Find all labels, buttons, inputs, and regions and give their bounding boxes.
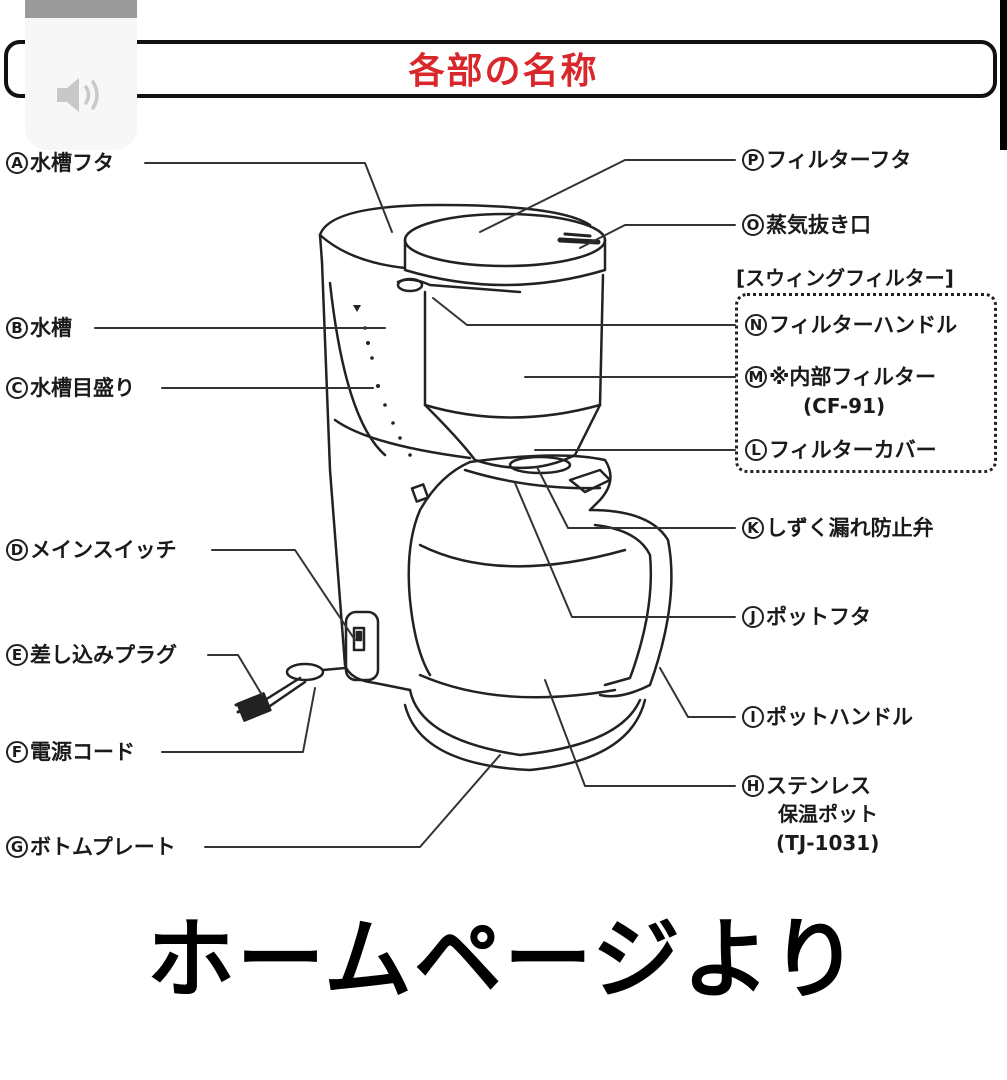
letter-badge: O [742,214,764,236]
letter-badge: G [6,836,28,858]
label-pot-lid: J ポットフタ [742,604,871,630]
letter-badge: M [745,366,767,388]
letter-badge: F [6,741,28,763]
label-stainless-pot-model: (TJ-1031) [776,831,880,855]
title-frame [4,40,997,98]
letter-badge: P [742,149,764,171]
label-water-tank-lid: A 水槽フタ [6,150,114,176]
volume-hud-overlay [25,0,137,150]
source-caption: ホームページより [146,908,861,1011]
speaker-volume-icon [57,78,99,112]
swing-filter-group-title: [スウィングフィルター] [736,266,954,290]
label-drip-stop-valve: K しずく漏れ防止弁 [742,515,934,541]
letter-badge: N [745,314,767,336]
label-filter-lid: P フィルターフタ [742,147,911,173]
label-plug: E 差し込みプラグ [6,642,177,668]
label-stainless-pot-line2: 保温ポット [778,802,878,826]
water-tank-drawing [318,203,592,692]
letter-badge: H [742,775,764,797]
volume-level-bar [25,0,137,18]
label-pot-handle: I ポットハンドル [742,704,913,730]
swing-filter-group-box [735,293,997,473]
letter-badge: B [6,317,28,339]
right-edge-border [1000,0,1007,150]
label-filter-handle: N フィルターハンドル [745,312,957,338]
letter-badge: K [742,517,764,539]
label-stainless-pot: H ステンレス [742,773,871,799]
coffee-maker-diagram [94,159,736,848]
swing-filter-drawing [396,212,607,470]
label-bottom-plate: G ボトムプレート [6,834,176,860]
label-main-switch: D メインスイッチ [6,537,177,563]
page-title: 各部の名称 [408,51,599,92]
letter-badge: L [745,439,767,461]
letter-badge: J [742,606,764,628]
letter-badge: D [6,539,28,561]
letter-badge: A [6,152,28,174]
leader-lines [94,159,736,848]
letter-badge: E [6,644,28,666]
letter-badge: I [742,706,764,728]
label-power-cord: F 電源コード [6,739,135,765]
label-water-tank: B 水槽 [6,315,72,341]
label-inner-filter-model: (CF-91) [803,394,886,418]
label-inner-filter: M ※内部フィルター [745,364,936,390]
label-water-scale: C 水槽目盛り [6,375,135,401]
label-filter-cover: L フィルターカバー [745,437,937,463]
power-cord-drawing [234,662,347,722]
thermal-pot-drawing [403,454,673,772]
label-steam-vent: O 蒸気抜き口 [742,212,871,238]
letter-badge: C [6,377,28,399]
